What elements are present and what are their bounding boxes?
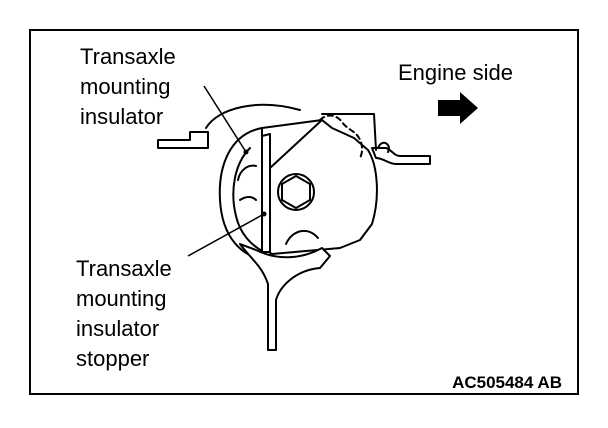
stopper-leader-dot <box>261 211 267 217</box>
insulator-label-line-3: insulator <box>80 104 163 129</box>
insulator-label: Transaxle mounting insulator <box>80 44 182 129</box>
figure-frame <box>29 29 579 395</box>
mount-drawing <box>157 103 431 351</box>
left-bracket-tab <box>157 131 209 149</box>
stopper-plate <box>261 133 271 253</box>
lower-bracket-leg <box>239 243 331 351</box>
right-support-detail <box>377 141 390 153</box>
insulator-inner-arc <box>232 147 265 253</box>
stopper-label: Transaxle mounting insulator stopper <box>76 256 178 371</box>
insulator-leader-dot <box>243 149 249 155</box>
lower-cutout <box>285 229 319 245</box>
insulator-label-line-2: mounting <box>80 74 171 99</box>
inner-tab-upper <box>237 164 257 181</box>
stopper-label-line-4: stopper <box>76 346 149 371</box>
stopper-leader-line <box>187 213 265 257</box>
right-support-bar <box>371 147 431 165</box>
stopper-label-line-2: mounting <box>76 286 167 311</box>
housing-body <box>261 119 378 255</box>
top-housing-edge <box>321 113 377 151</box>
insulator-leader-line <box>203 85 247 153</box>
engine-side-label: Engine side <box>398 60 513 85</box>
hidden-outline-dashed <box>319 114 364 159</box>
bolt-hex <box>281 175 311 209</box>
figure-code: AC505484 AB <box>452 373 562 392</box>
insulator-label-line-1: Transaxle <box>80 44 176 69</box>
arrow-right-icon <box>438 92 478 124</box>
inner-tab-lower <box>239 196 257 201</box>
stopper-label-line-1: Transaxle <box>76 256 172 281</box>
housing-diagonal-edge <box>269 119 323 169</box>
upper-rubber-outline <box>205 103 301 129</box>
stopper-label-line-3: insulator <box>76 316 159 341</box>
